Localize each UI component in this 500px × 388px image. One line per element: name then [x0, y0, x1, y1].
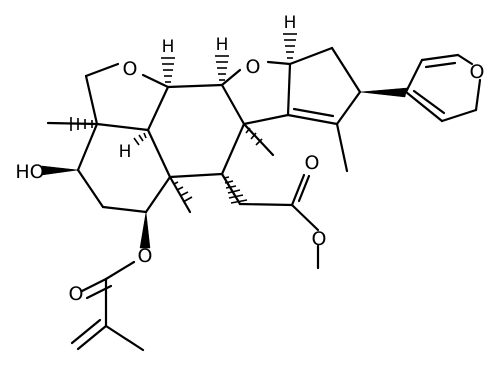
stereo-hash-bonds [70, 33, 297, 203]
furan-oxygen-label: O [470, 61, 485, 83]
cyclopentene-ring [286, 46, 362, 173]
ring-junction-hydrogen-label: H [119, 142, 132, 162]
ester-methoxy-oxygen-label: O [312, 228, 327, 250]
top-left-hydrogen-label: H [162, 37, 175, 57]
methacrylate-group [70, 260, 145, 352]
left-ether-ring [84, 62, 170, 132]
furan-ring [404, 53, 482, 123]
ester-wedge-bond [139, 211, 151, 249]
hydroxyl-wedge-bond [41, 165, 79, 176]
central-cyclohexane-ring [146, 83, 275, 179]
methacrylate-carbonyl-oxygen-label: O [69, 283, 84, 305]
hydroxyl-label: HO [15, 161, 44, 183]
top-middle-hydrogen-label: H [216, 35, 229, 55]
ester-carbonyl-oxygen-label: O [305, 152, 320, 174]
lower-left-cyclohexane-ring [46, 121, 192, 214]
methyl-ester-side-chain [238, 173, 320, 270]
tetrahydrofuran-ring [220, 60, 292, 126]
furan-wedge-bond [359, 87, 408, 98]
side-chain-hash-bond [223, 176, 248, 204]
left-ether-oxygen-label: O [123, 58, 138, 80]
tetrahydrofuran-oxygen-label: O [246, 56, 261, 78]
methacrylate-ester-oxygen-label: O [138, 245, 153, 267]
top-right-hydrogen-label: H [284, 13, 297, 33]
